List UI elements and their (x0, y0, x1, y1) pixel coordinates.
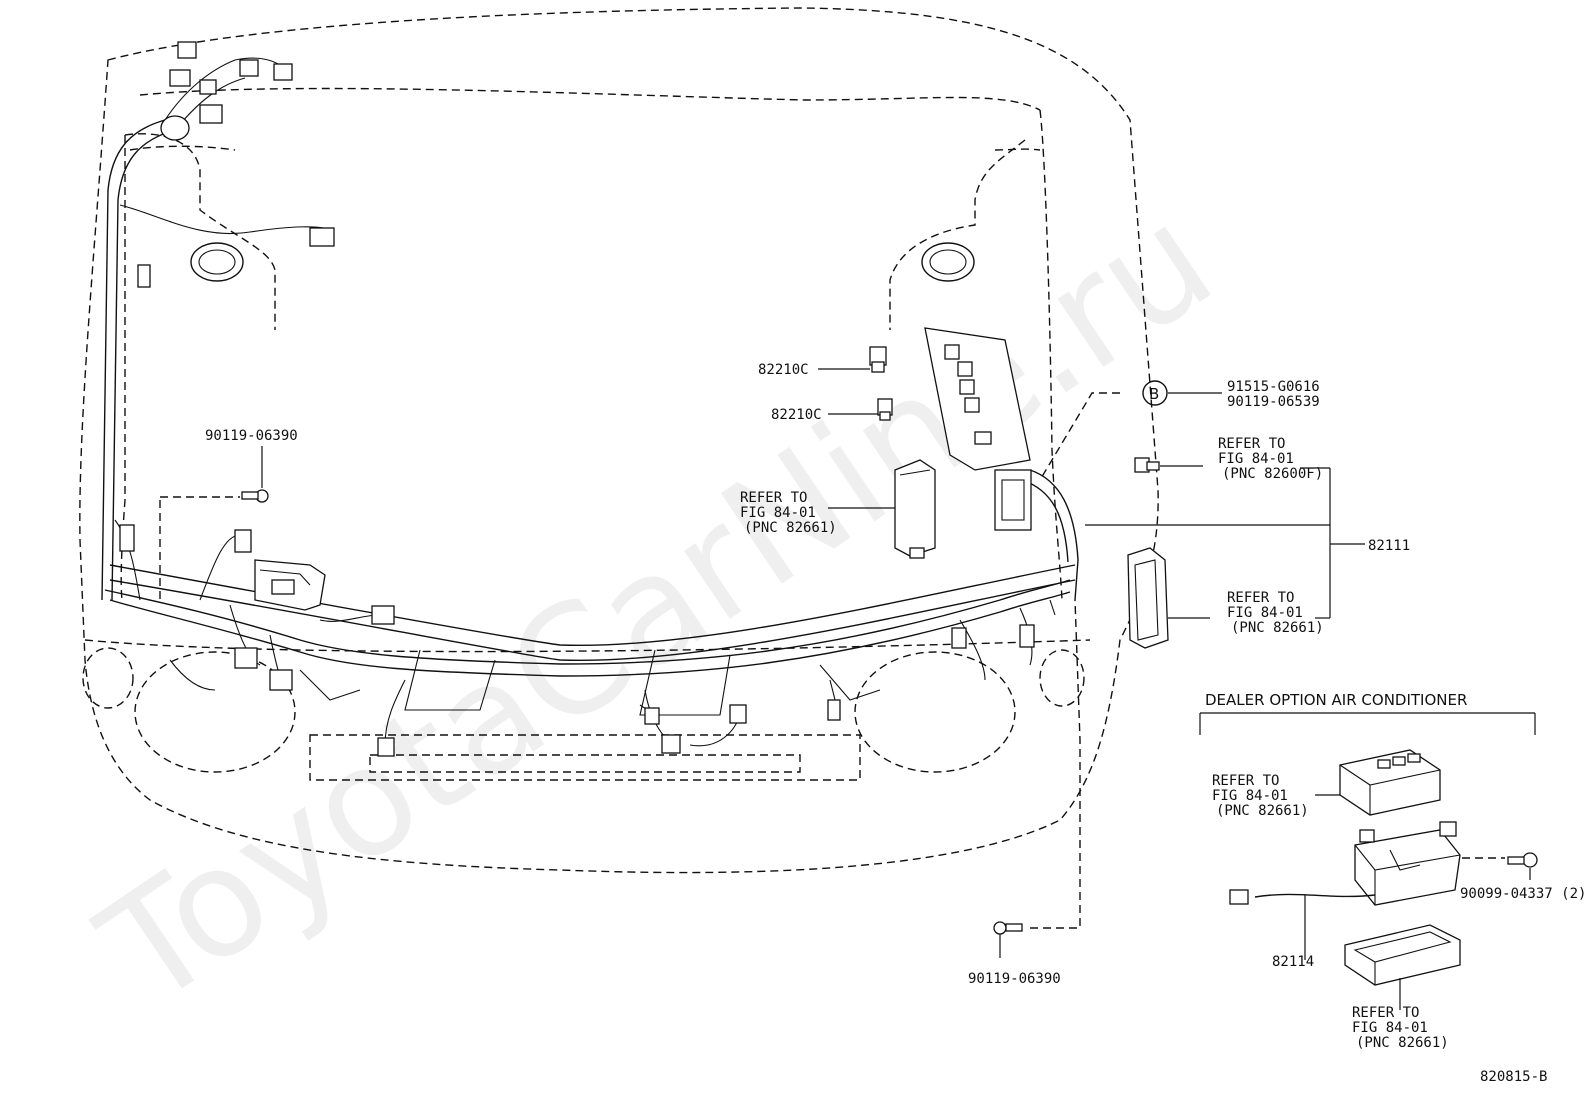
bolt-left-icon (159, 489, 269, 600)
callout-b-leader (1039, 392, 1120, 481)
label-ref-b-2: 90119-06539 (1227, 394, 1320, 410)
callout-labels: 90119-06390 90119-06390 82210C 82210C 91… (205, 362, 1586, 1085)
figure-code: 820815-B (1480, 1069, 1547, 1085)
label-ac-screw: 90099-04337 (2) (1460, 886, 1586, 902)
dealer-option-title: DEALER OPTION AIR CONDITIONER (1205, 691, 1467, 709)
ac-wire-82114 (1229, 889, 1376, 960)
ac-relay-box-cover (1315, 749, 1441, 816)
label-ref-cover-2: FIG 84-01 (1227, 605, 1303, 621)
label-ref-fuse-3: (PNC 82661) (744, 520, 837, 536)
watermark: ToyotaCarNine.ru (72, 172, 1242, 1040)
harness-82111-bracket (1085, 467, 1365, 619)
label-ref-fusible-1: REFER TO (1218, 436, 1285, 452)
relay-bracket (924, 327, 1032, 531)
label-ref-fusible-2: FIG 84-01 (1218, 451, 1294, 467)
label-ref-cover-3: (PNC 82661) (1231, 620, 1324, 636)
callout-b-letter: B (1149, 385, 1159, 403)
label-ac-ref-top-2: FIG 84-01 (1212, 788, 1288, 804)
vehicle-body-outline (79, 7, 1159, 874)
label-ac-wire: 82114 (1272, 954, 1314, 970)
label-ac-ref-bottom-1: REFER TO (1352, 1005, 1419, 1021)
label-ac-ref-bottom-2: FIG 84-01 (1352, 1020, 1428, 1036)
bolt-bottom-icon (993, 599, 1081, 935)
ac-relay-box-bottom-cover (1344, 924, 1461, 1010)
left-strut-tower (190, 242, 244, 282)
label-ac-ref-top-1: REFER TO (1212, 773, 1279, 789)
dealer-option-section (1199, 712, 1538, 1010)
label-ref-cover-1: REFER TO (1227, 590, 1294, 606)
relay-82210c-1 (818, 346, 887, 373)
relay-82210c-2 (828, 398, 893, 421)
label-ref-fusible-3: (PNC 82600F) (1222, 466, 1323, 482)
label-ref-b-1: 91515-G0616 (1227, 379, 1320, 395)
label-ac-ref-bottom-3: (PNC 82661) (1356, 1035, 1449, 1051)
label-ref-fuse-1: REFER TO (740, 490, 807, 506)
label-bolt-left: 90119-06390 (205, 428, 298, 444)
label-ac-ref-top-3: (PNC 82661) (1216, 803, 1309, 819)
screw-icon (1462, 852, 1538, 880)
fusible-link (1134, 457, 1203, 473)
label-relay-2: 82210C (771, 407, 822, 423)
ac-relay-box (1354, 821, 1461, 906)
label-relay-1: 82210C (758, 362, 809, 378)
fuse-box-cover (1127, 547, 1210, 649)
label-bolt-bottom: 90119-06390 (968, 971, 1061, 987)
label-ref-fuse-2: FIG 84-01 (740, 505, 816, 521)
right-strut-tower (921, 242, 975, 282)
engine-room-wire-harness (101, 41, 1079, 757)
junction-block (828, 459, 936, 559)
callout-b-circle (1142, 380, 1168, 406)
label-harness: 82111 (1368, 538, 1410, 554)
